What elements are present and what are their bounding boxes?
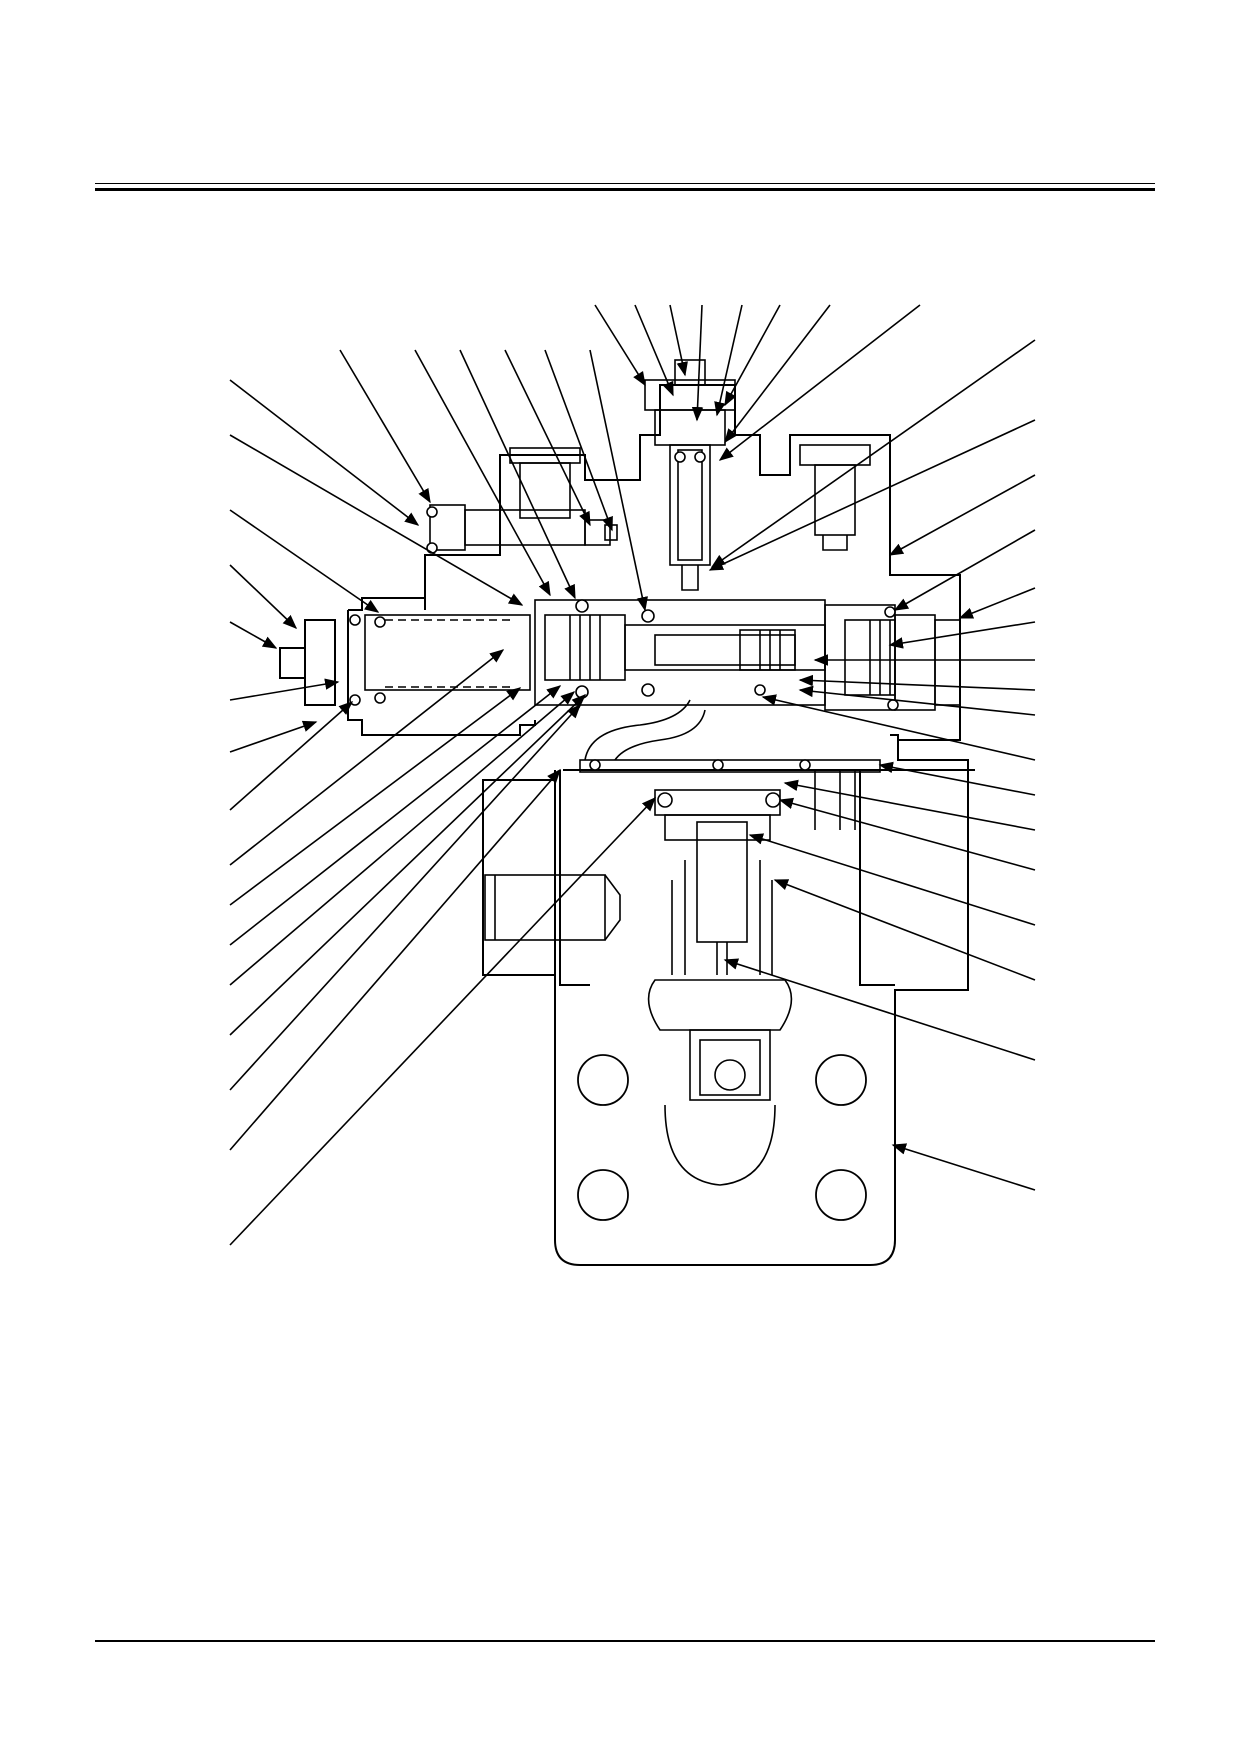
header-rule-thick (95, 188, 1155, 191)
o-rings (349, 451, 899, 808)
footer-rule (95, 1640, 1155, 1642)
callout-leader-lines (229, 304, 1036, 1246)
header-rule-thin (95, 183, 1155, 184)
internal-parts (364, 359, 961, 1186)
mounting-holes (577, 1054, 867, 1221)
